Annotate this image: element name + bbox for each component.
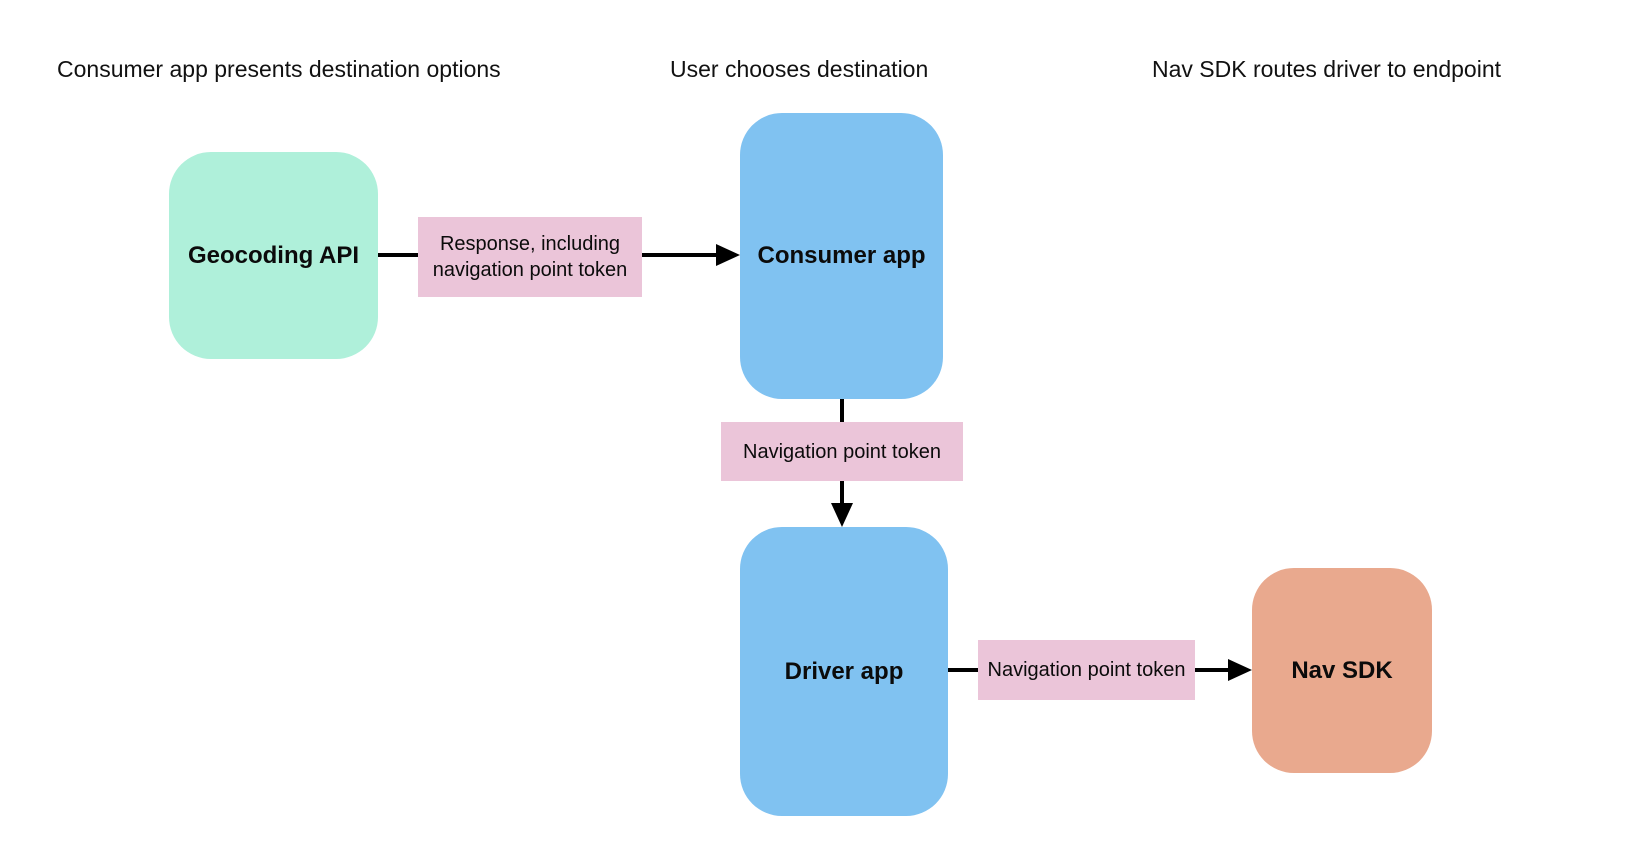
edge-label-nav-point-token-vertical: Navigation point token bbox=[721, 422, 963, 481]
edge-label-response-text: Response, including navigation point tok… bbox=[432, 233, 628, 281]
arrow-line bbox=[840, 399, 844, 422]
node-nav-sdk-label: Nav SDK bbox=[1291, 656, 1393, 684]
arrowhead-right-icon bbox=[716, 244, 740, 266]
arrow-line bbox=[1195, 668, 1230, 672]
node-geocoding-api: Geocoding API bbox=[169, 152, 378, 359]
arrow-line bbox=[840, 481, 844, 505]
column-header-consumer-presents: Consumer app presents destination option… bbox=[57, 56, 501, 82]
arrowhead-down-icon bbox=[831, 503, 853, 527]
arrow-line bbox=[378, 253, 418, 257]
node-driver-app-label: Driver app bbox=[784, 657, 904, 685]
edge-label-nav-point-token-horizontal: Navigation point token bbox=[978, 640, 1195, 700]
edge-label-nav-point-token-horizontal-text: Navigation point token bbox=[987, 659, 1186, 681]
node-nav-sdk: Nav SDK bbox=[1252, 568, 1432, 773]
node-geocoding-api-label: Geocoding API bbox=[187, 241, 360, 269]
arrowhead-right-icon bbox=[1228, 659, 1252, 681]
column-header-navsdk-routes: Nav SDK routes driver to endpoint bbox=[1152, 56, 1502, 82]
edge-label-nav-point-token-vertical-text: Navigation point token bbox=[743, 440, 941, 463]
node-consumer-app: Consumer app bbox=[740, 113, 943, 399]
column-header-user-chooses: User chooses destination bbox=[670, 56, 929, 82]
edge-label-response-including-token: Response, including navigation point tok… bbox=[418, 217, 642, 297]
arrow-line bbox=[642, 253, 718, 257]
node-consumer-app-label: Consumer app bbox=[757, 242, 926, 269]
arrow-line bbox=[948, 668, 978, 672]
node-driver-app: Driver app bbox=[740, 527, 948, 816]
